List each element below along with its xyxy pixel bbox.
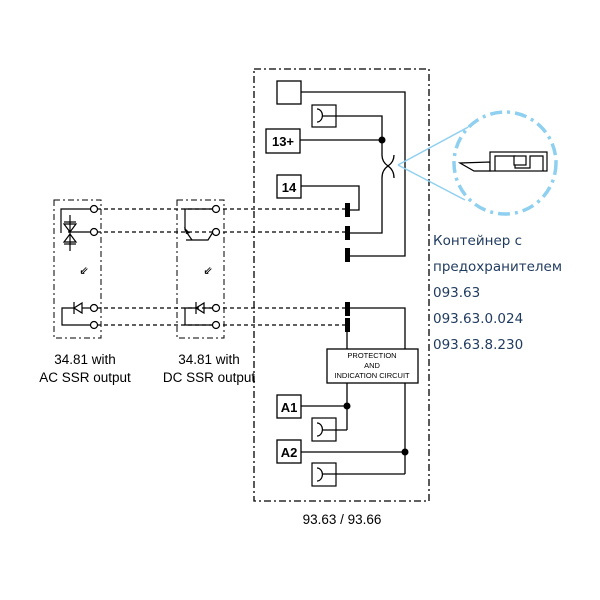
ac-terminal-circle [89,320,99,330]
callout-line-bottom [397,164,466,201]
callout-line-top [397,124,473,166]
wire-13-contact [350,178,383,234]
wire-pin4 [350,307,406,349]
fuse-arc-top [381,140,395,167]
wire-socket-top [322,115,383,140]
fuse-holder-code: 093.63 [433,285,480,301]
pin-2 [345,226,350,240]
protection-label-3: INDICATION CIRCUIT [334,371,410,380]
diode-icon [184,301,213,326]
junction-dot [401,448,409,456]
wire-14 [301,185,360,211]
dc-terminal-circle [211,204,221,214]
pin-4 [345,302,350,316]
terminal-13-label: 13+ [272,134,294,149]
terminal-a1-label: A1 [281,400,298,415]
fuse-arc-bottom [381,165,395,179]
ac-terminal-circle [89,227,99,237]
wire-top [301,91,406,257]
fuse-holder-code: 093.63.8.230 [433,337,523,353]
protection-label-1: PROTECTION [347,351,396,360]
transistor-icon [184,208,214,241]
dc-ssr-caption-2: DC SSR output [163,370,256,385]
protection-circuit-box [326,348,419,384]
ac-terminal-circle [89,303,99,313]
pin-1 [345,203,350,217]
fuse-holder-title-2: предохранителем [433,259,562,275]
dc-ssr-module-border [176,199,225,339]
pin-3 [345,248,350,262]
transistor-arrow-icon [184,227,190,234]
fuse-holder-icon [457,151,548,172]
protection-label-2: AND [364,361,380,370]
fuse-holder-title-1: Контейнер с [433,233,522,249]
triac-icon [62,215,78,251]
terminal-a2-label: A2 [281,445,298,460]
dc-ssr-caption-1: 34.81 with [178,352,240,367]
optocoupler-arrows-icon: ⇙ [203,264,212,277]
terminal-14-label: 14 [282,180,297,195]
ac-ssr-module-border [53,199,102,339]
dc-terminal-circle [211,320,221,330]
fuse-holder-code: 093.63.0.024 [433,311,523,327]
pin-5 [345,318,350,332]
ac-wire-top [60,208,92,233]
terminal-13 [265,128,301,154]
ac-ssr-caption-2: AC SSR output [39,370,131,385]
ac-ssr-caption-1: 34.81 with [54,352,116,367]
terminal-empty [276,80,302,105]
dc-terminal-circle [211,227,221,237]
dc-terminal-circle [211,303,221,313]
optocoupler-arrows-icon: ⇙ [79,264,88,277]
main-module-border [253,68,430,502]
main-module-caption: 93.63 / 93.66 [303,512,382,527]
junction-dot [343,402,351,410]
dashed-connections [97,208,345,326]
diode-icon [61,301,92,326]
ac-terminal-circle [89,204,99,214]
